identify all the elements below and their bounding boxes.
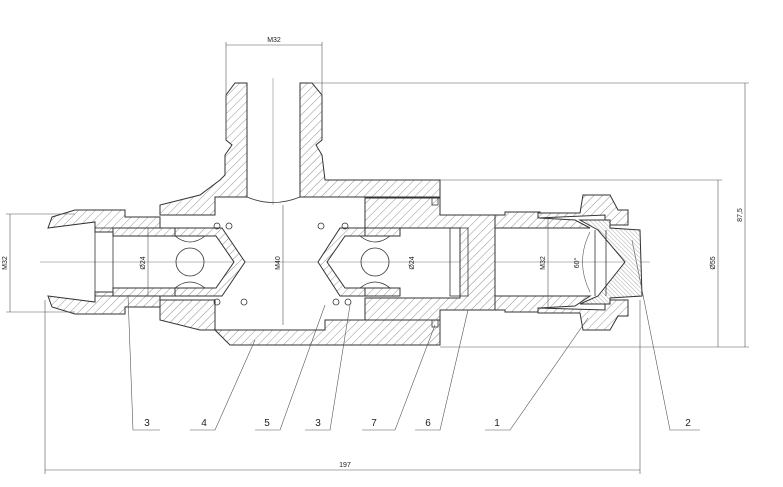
part-leaders (127, 239, 700, 431)
dim-height: 87,5 (737, 208, 744, 222)
right-check-valve (317, 197, 469, 328)
dim-right-thread: M32 (540, 256, 547, 270)
balloon-2: 2 (685, 418, 691, 429)
balloon-3b: 3 (315, 418, 321, 429)
dim-outer-diameter: Ø55 (710, 256, 717, 269)
dim-left-bore: Ø24 (140, 256, 147, 269)
left-fitting (47, 209, 176, 315)
dim-right-bore: Ø24 (409, 256, 416, 269)
balloon-4: 4 (201, 418, 207, 429)
dimension-lines (6, 42, 749, 474)
balloon-5: 5 (264, 418, 270, 429)
balloon-3: 3 (144, 418, 150, 429)
left-check-valve (174, 222, 248, 306)
balloon-1: 1 (494, 418, 500, 429)
dim-length: 197 (339, 462, 351, 469)
dim-top-thread: M32 (267, 37, 281, 44)
branch-port (159, 82, 441, 216)
balloon-6: 6 (425, 418, 431, 429)
balloon-7: 7 (371, 418, 377, 429)
right-union (494, 194, 643, 331)
dim-cone-angle: 60° (573, 258, 581, 269)
dim-chamber-thread: M40 (275, 256, 282, 270)
dim-left-thread: M32 (2, 256, 9, 270)
